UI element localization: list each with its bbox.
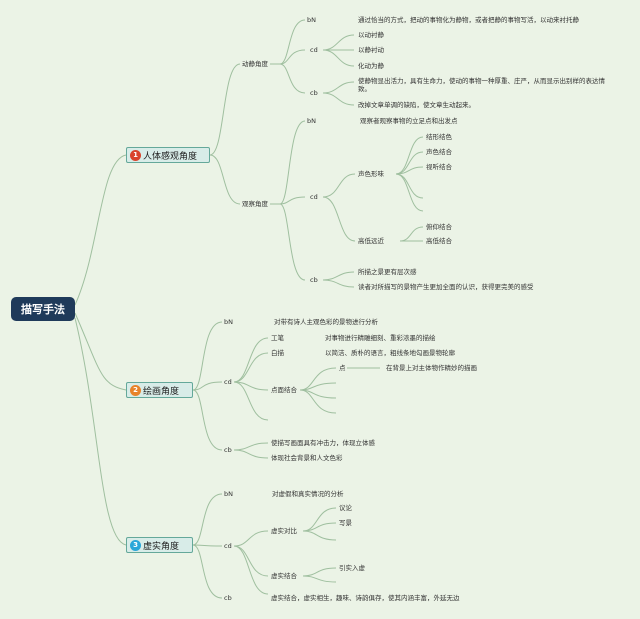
gongbi-label[interactable]: 工笔 — [271, 334, 284, 342]
baimiao-label[interactable]: 白描 — [271, 349, 284, 357]
gdyj-item-2[interactable]: 高低结合 — [426, 237, 452, 245]
gc-cb-text-2: 读者对所描写的景物产生更加全面的认识，获得更完美的感受 — [358, 283, 534, 291]
b3-cb-text: 虚实结合，虚实相生，趣味、诗韵俱存，使其内涵丰富，外延无边 — [271, 594, 460, 602]
badge-3-icon: 3 — [130, 539, 141, 551]
gc-cb-label[interactable]: cb — [310, 276, 318, 284]
dian-label[interactable]: 点 — [339, 364, 346, 372]
dj-cb-text-1: 使静物显出活力，具有生命力，使动的事物一种厚重、庄严，从而显示出别样的表达情致。 — [358, 77, 605, 93]
branch-2-node[interactable]: 2 绘画角度 — [126, 382, 193, 398]
branch-1-label: 人体感观角度 — [143, 151, 198, 162]
branch-3-node[interactable]: 3 虚实角度 — [126, 537, 193, 553]
xsdb-item-1[interactable]: 议论 — [339, 504, 352, 512]
sxxw-item-2[interactable]: 声色结合 — [426, 148, 452, 156]
dj-bn-text: 通过恰当的方式，把动的事物化为静物，或者把静的事物写活，以动来衬托静 — [358, 16, 579, 24]
xsdb-item-2[interactable]: 写景 — [339, 519, 352, 527]
sxxw-label[interactable]: 声色形味 — [358, 170, 384, 178]
branch-1-node[interactable]: 1 人体感观角度 — [126, 147, 210, 163]
dj-cd-item-1[interactable]: 以动衬静 — [358, 31, 384, 39]
b3-cd-label[interactable]: cd — [224, 542, 232, 550]
gc-bn-text: 观察者观察事物的立足点和出发点 — [360, 117, 458, 125]
dian-text: 在背景上对主体物作精妙的描画 — [386, 364, 477, 372]
b2-cb-text-2: 体现社会背景和人文色彩 — [271, 454, 343, 462]
branch-3-label: 虚实角度 — [143, 541, 180, 552]
dj-cb-label[interactable]: cb — [310, 89, 318, 97]
sxxw-item-1[interactable]: 结形结色 — [426, 133, 452, 141]
gdyj-label[interactable]: 高低远近 — [358, 237, 384, 245]
baimiao-text: 以简洁、质朴的语言，粗线条地勾画景物轮廓 — [325, 349, 455, 357]
root-node[interactable]: 描写手法 — [11, 297, 75, 321]
gc-label[interactable]: 观察角度 — [242, 200, 268, 208]
dj-bn-label[interactable]: bN — [307, 16, 316, 24]
dj-cb-text-2: 改掉文章单调的缺陷，使文章生动起来。 — [358, 101, 475, 109]
xsdb-label[interactable]: 虚实对比 — [271, 527, 297, 535]
dj-cd-item-2[interactable]: 以静衬动 — [358, 46, 384, 54]
b3-bn-text: 对虚假和真实情况的分析 — [272, 490, 344, 498]
gc-cb-text-1: 所描之景更有层次感 — [358, 268, 417, 276]
b2-cb-text-1: 使描写画面具有冲击力，体现立体感 — [271, 439, 375, 447]
b2-bn-label[interactable]: bN — [224, 318, 233, 326]
gongbi-text: 对事物进行精雕细刻、重彩浓墨的描绘 — [325, 334, 436, 342]
b2-cb-label[interactable]: cb — [224, 446, 232, 454]
gc-cd-label[interactable]: cd — [310, 193, 318, 201]
b2-cd-label[interactable]: cd — [224, 378, 232, 386]
dj-label[interactable]: 动静角度 — [242, 60, 268, 68]
badge-2-icon: 2 — [130, 384, 141, 396]
gdyj-item-1[interactable]: 俯仰结合 — [426, 223, 452, 231]
badge-1-icon: 1 — [130, 149, 141, 161]
sxxw-item-3[interactable]: 视听结合 — [426, 163, 452, 171]
b3-bn-label[interactable]: bN — [224, 490, 233, 498]
dj-cd-item-3[interactable]: 化动为静 — [358, 62, 384, 70]
xsjh-label[interactable]: 虚实结合 — [271, 572, 297, 580]
xsjh-item-1[interactable]: 引实入虚 — [339, 564, 365, 572]
dmjh-label[interactable]: 点面结合 — [271, 386, 297, 394]
b2-bn-text: 对带有诗人主观色彩的景物进行分析 — [274, 318, 378, 326]
branch-2-label: 绘画角度 — [143, 386, 180, 397]
gc-bn-label[interactable]: bN — [307, 117, 316, 125]
dj-cd-label[interactable]: cd — [310, 46, 318, 54]
b3-cb-label[interactable]: cb — [224, 594, 232, 602]
